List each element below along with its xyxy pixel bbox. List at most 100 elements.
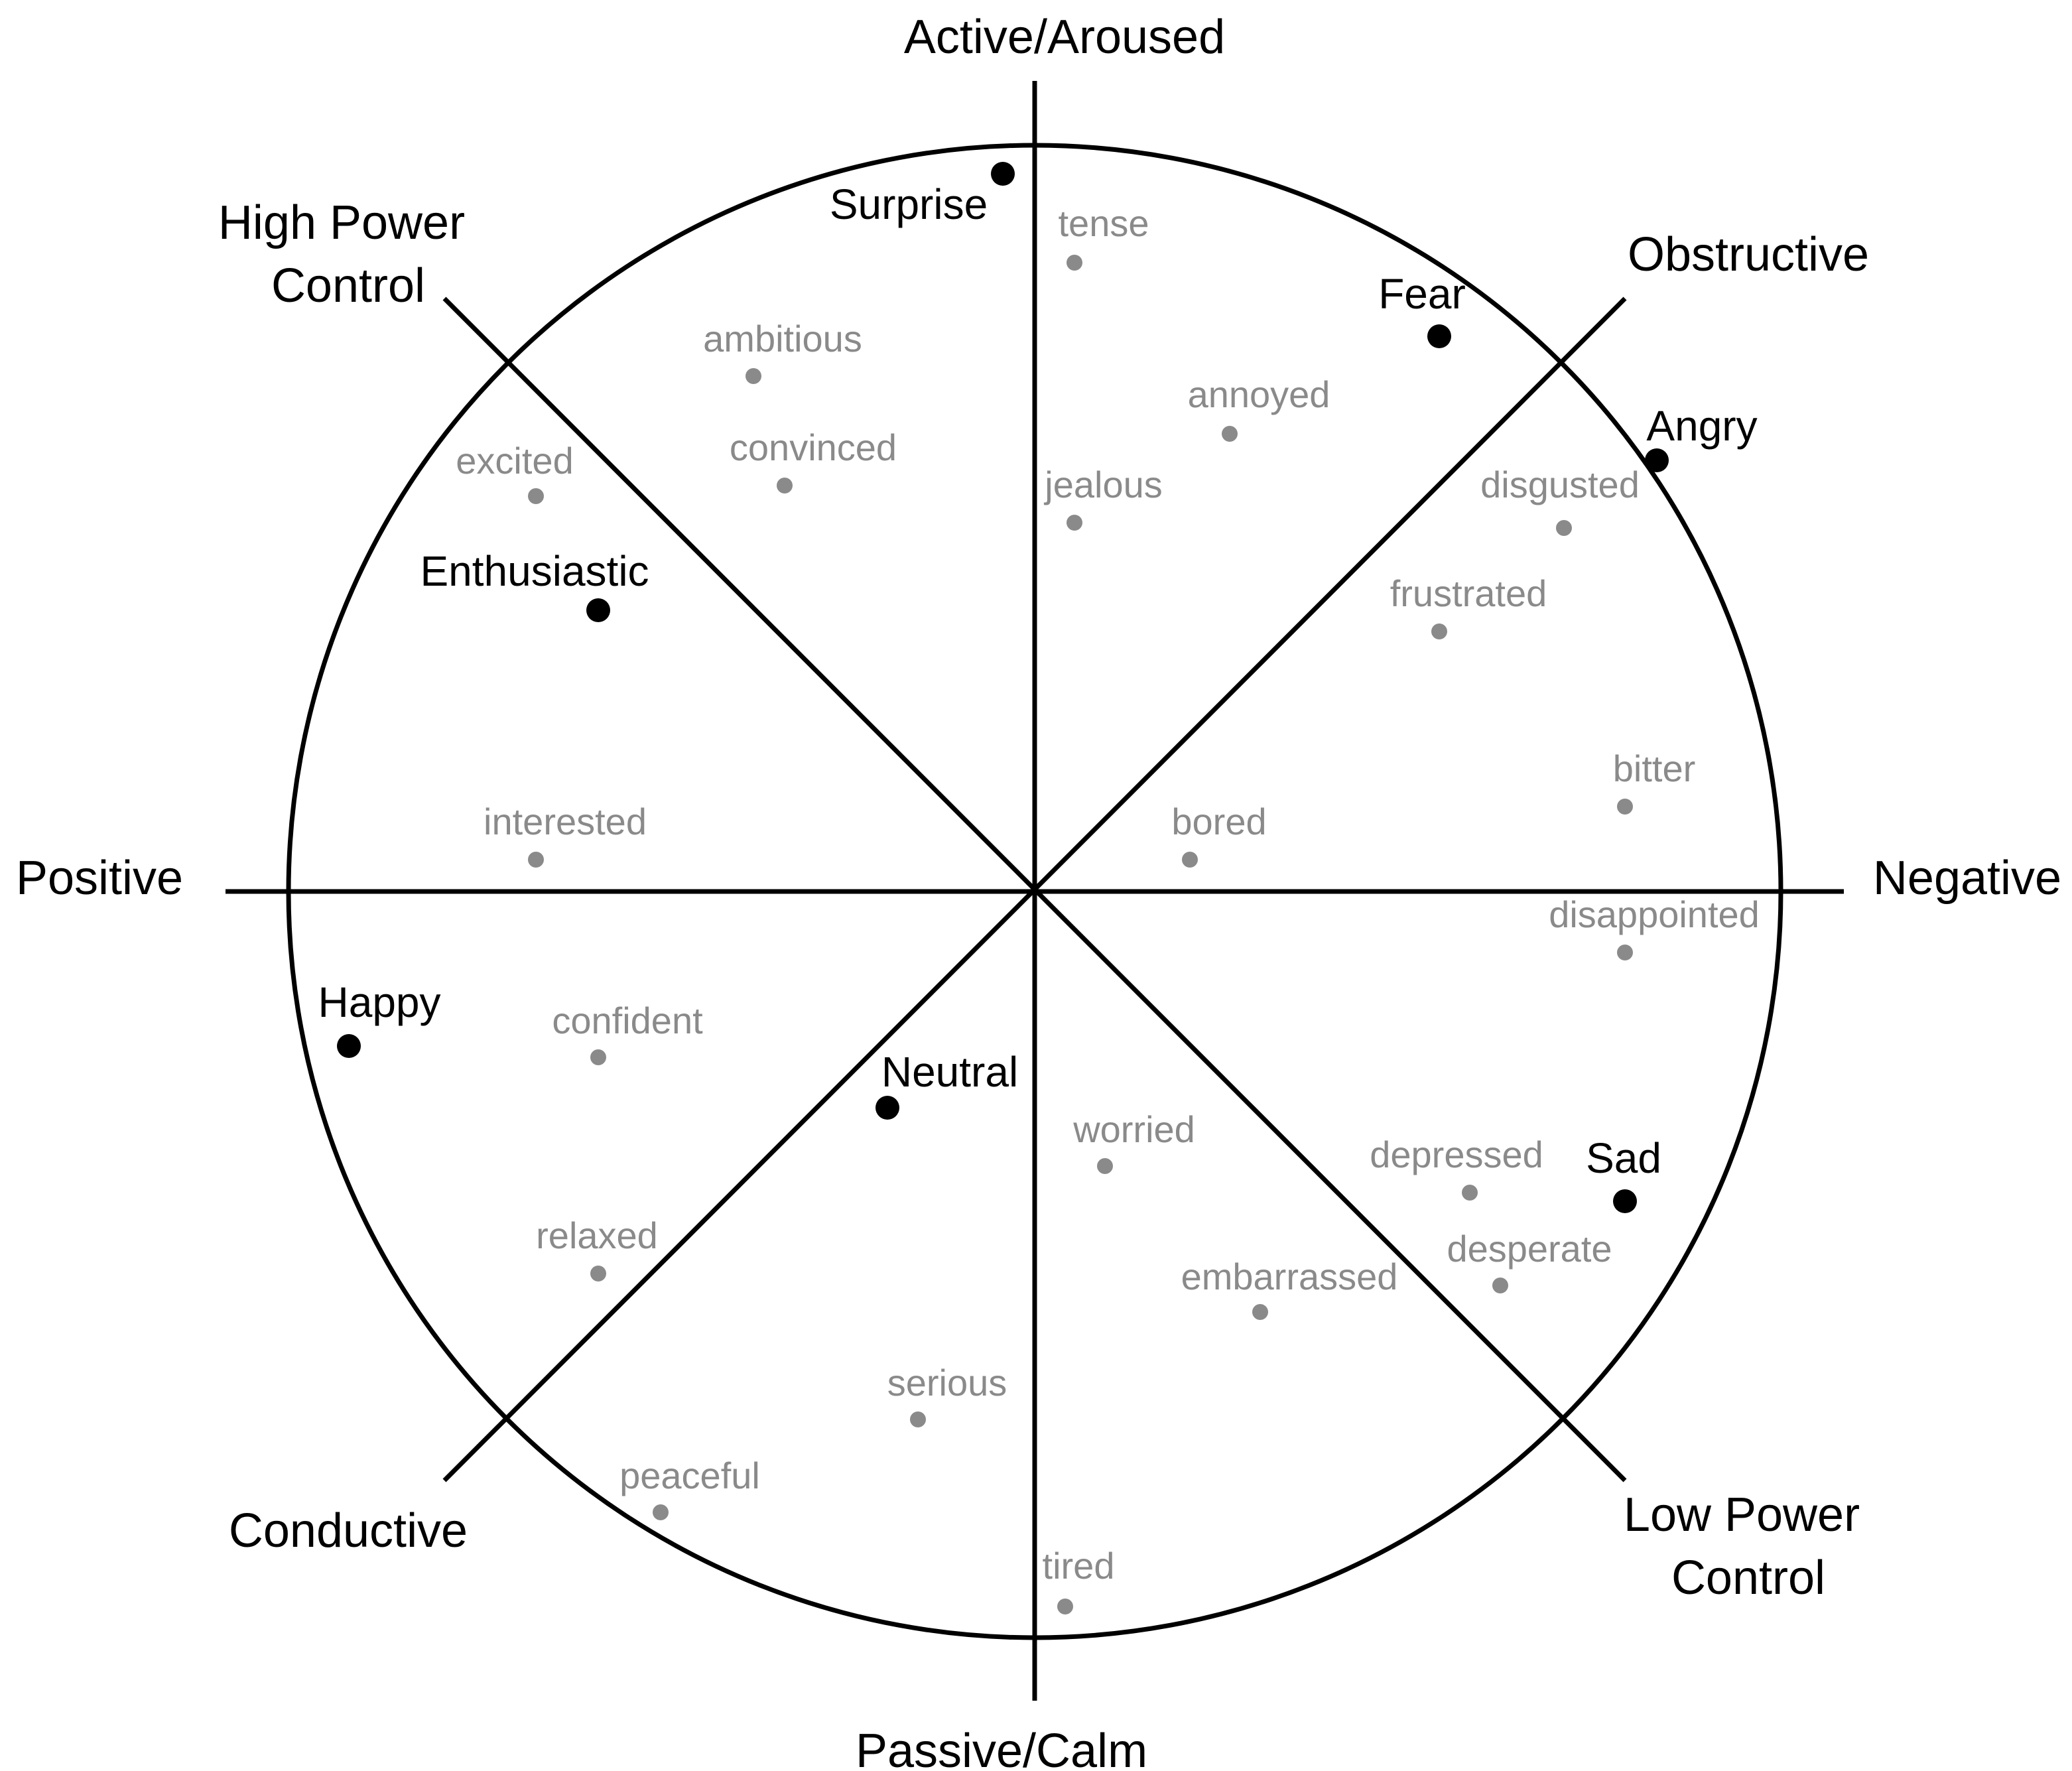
emotion-desperate-dot — [1492, 1278, 1508, 1293]
emotion-disgusted: disgusted — [1480, 464, 1640, 536]
emotion-annoyed: annoyed — [1188, 373, 1330, 442]
emotion-confident-label: confident — [552, 1000, 703, 1041]
emotion-excited-label: excited — [456, 440, 573, 482]
emotion-fear: Fear — [1378, 270, 1466, 348]
emotion-bitter: bitter — [1613, 748, 1696, 815]
emotion-tired-label: tired — [1043, 1545, 1115, 1587]
emotion-jealous-label: jealous — [1043, 464, 1162, 505]
axis-label-conductive: Conductive — [229, 1504, 468, 1557]
emotion-tense: tense — [1059, 202, 1149, 271]
emotion-jealous-dot — [1067, 515, 1082, 531]
emotion-disappointed-dot — [1617, 945, 1633, 960]
emotion-sad: Sad — [1586, 1134, 1661, 1213]
emotion-interested: interested — [484, 801, 647, 868]
emotion-relaxed-dot — [590, 1266, 606, 1281]
emotion-enthusiastic-label: Enthusiastic — [420, 547, 649, 595]
axis-label-positive: Positive — [16, 852, 183, 905]
emotion-tense-dot — [1067, 255, 1082, 271]
emotion-desperate: desperate — [1447, 1228, 1612, 1293]
axis-label-low-power-control-line-2: Control — [1671, 1551, 1825, 1605]
emotion-disgusted-label: disgusted — [1480, 464, 1640, 505]
emotion-convinced: convinced — [730, 426, 897, 493]
emotion-depressed-dot — [1462, 1185, 1478, 1201]
emotion-disgusted-dot — [1556, 520, 1572, 536]
emotion-peaceful-dot — [653, 1504, 669, 1520]
emotion-annoyed-label: annoyed — [1188, 373, 1330, 415]
emotion-happy-label: Happy — [318, 978, 441, 1026]
axis-labels: Active/Aroused Passive/Calm Positive Neg… — [16, 11, 2061, 1771]
emotion-enthusiastic: Enthusiastic — [420, 547, 649, 622]
emotion-angry-label: Angry — [1646, 402, 1757, 450]
emotion-happy: Happy — [318, 978, 441, 1058]
emotion-depressed-label: depressed — [1370, 1134, 1543, 1175]
axis-label-low-power-control-line-1: Low Power — [1624, 1488, 1860, 1541]
secondary-emotions: tense ambitious annoyed convinced excite… — [456, 202, 1760, 1614]
emotion-serious-dot — [910, 1411, 926, 1427]
emotion-excited-dot — [528, 488, 544, 504]
diagonal-axis-conductive-obstructive — [442, 296, 1627, 1482]
emotion-bored-dot — [1182, 852, 1198, 868]
emotion-worried-label: worried — [1072, 1108, 1195, 1150]
emotion-frustrated-dot — [1431, 623, 1447, 639]
emotion-neutral-dot — [875, 1096, 899, 1120]
emotion-angry-dot — [1645, 448, 1669, 472]
emotion-neutral: Neutral — [875, 1048, 1018, 1120]
emotion-jealous: jealous — [1043, 464, 1163, 531]
axis-label-high-power-control-line-2: Control — [271, 259, 425, 312]
emotion-surprise: Surprise — [830, 162, 1015, 228]
emotion-confident: confident — [552, 1000, 703, 1065]
emotion-ambitious: ambitious — [703, 318, 862, 384]
axis-label-negative: Negative — [1873, 852, 2061, 905]
emotion-frustrated-label: frustrated — [1390, 572, 1547, 614]
emotion-sad-dot — [1613, 1189, 1637, 1213]
emotion-tired: tired — [1043, 1545, 1115, 1614]
emotion-sad-label: Sad — [1586, 1134, 1661, 1182]
axis-label-low-power-control: Low Power Control — [1624, 1488, 1873, 1605]
emotion-frustrated: frustrated — [1390, 572, 1547, 639]
emotion-tired-dot — [1057, 1599, 1073, 1614]
axis-label-active-aroused: Active/Aroused — [904, 11, 1225, 64]
emotion-desperate-label: desperate — [1447, 1228, 1612, 1270]
axis-label-high-power-control-line-1: High Power — [218, 196, 465, 249]
emotion-relaxed: relaxed — [536, 1214, 658, 1281]
emotion-bitter-label: bitter — [1613, 748, 1696, 789]
emotion-embarrassed: embarrassed — [1181, 1256, 1398, 1320]
emotion-peaceful-label: peaceful — [619, 1455, 760, 1496]
emotion-surprise-dot — [991, 162, 1015, 186]
emotion-disappointed: disappointed — [1549, 893, 1760, 960]
emotion-bored-label: bored — [1171, 801, 1266, 842]
emotion-ambitious-dot — [745, 368, 761, 384]
emotion-excited: excited — [456, 440, 574, 504]
emotion-confident-dot — [590, 1049, 606, 1065]
axis-label-passive-calm: Passive/Calm — [856, 1725, 1147, 1771]
primary-emotions: Surprise Fear Angry Enthusiastic Happy N… — [318, 162, 1758, 1213]
emotion-worried-dot — [1097, 1158, 1113, 1174]
emotion-worried: worried — [1072, 1108, 1195, 1174]
emotion-fear-dot — [1427, 324, 1451, 348]
emotion-interested-dot — [528, 852, 544, 868]
emotion-fear-label: Fear — [1378, 270, 1466, 318]
emotion-happy-dot — [337, 1034, 361, 1058]
emotion-interested-label: interested — [484, 801, 647, 842]
emotion-serious-label: serious — [887, 1362, 1007, 1404]
axis-label-obstructive: Obstructive — [1628, 228, 1869, 281]
emotion-tense-label: tense — [1059, 202, 1149, 244]
emotion-convinced-label: convinced — [730, 426, 897, 468]
emotion-neutral-label: Neutral — [881, 1048, 1018, 1096]
emotion-serious: serious — [887, 1362, 1007, 1427]
emotion-enthusiastic-dot — [586, 598, 610, 622]
wheel-structure — [226, 81, 1844, 1701]
emotion-embarrassed-dot — [1252, 1304, 1268, 1320]
emotion-annoyed-dot — [1222, 426, 1238, 442]
axis-label-high-power-control: High Power Control — [218, 196, 478, 312]
emotion-bored: bored — [1171, 801, 1267, 868]
emotion-bitter-dot — [1617, 799, 1633, 815]
emotion-relaxed-label: relaxed — [536, 1214, 658, 1256]
emotion-disappointed-label: disappointed — [1549, 893, 1760, 935]
emotion-depressed: depressed — [1370, 1134, 1543, 1201]
emotion-embarrassed-label: embarrassed — [1181, 1256, 1398, 1297]
emotion-surprise-label: Surprise — [830, 180, 988, 228]
emotion-angry: Angry — [1645, 402, 1758, 472]
emotion-peaceful: peaceful — [619, 1455, 760, 1520]
